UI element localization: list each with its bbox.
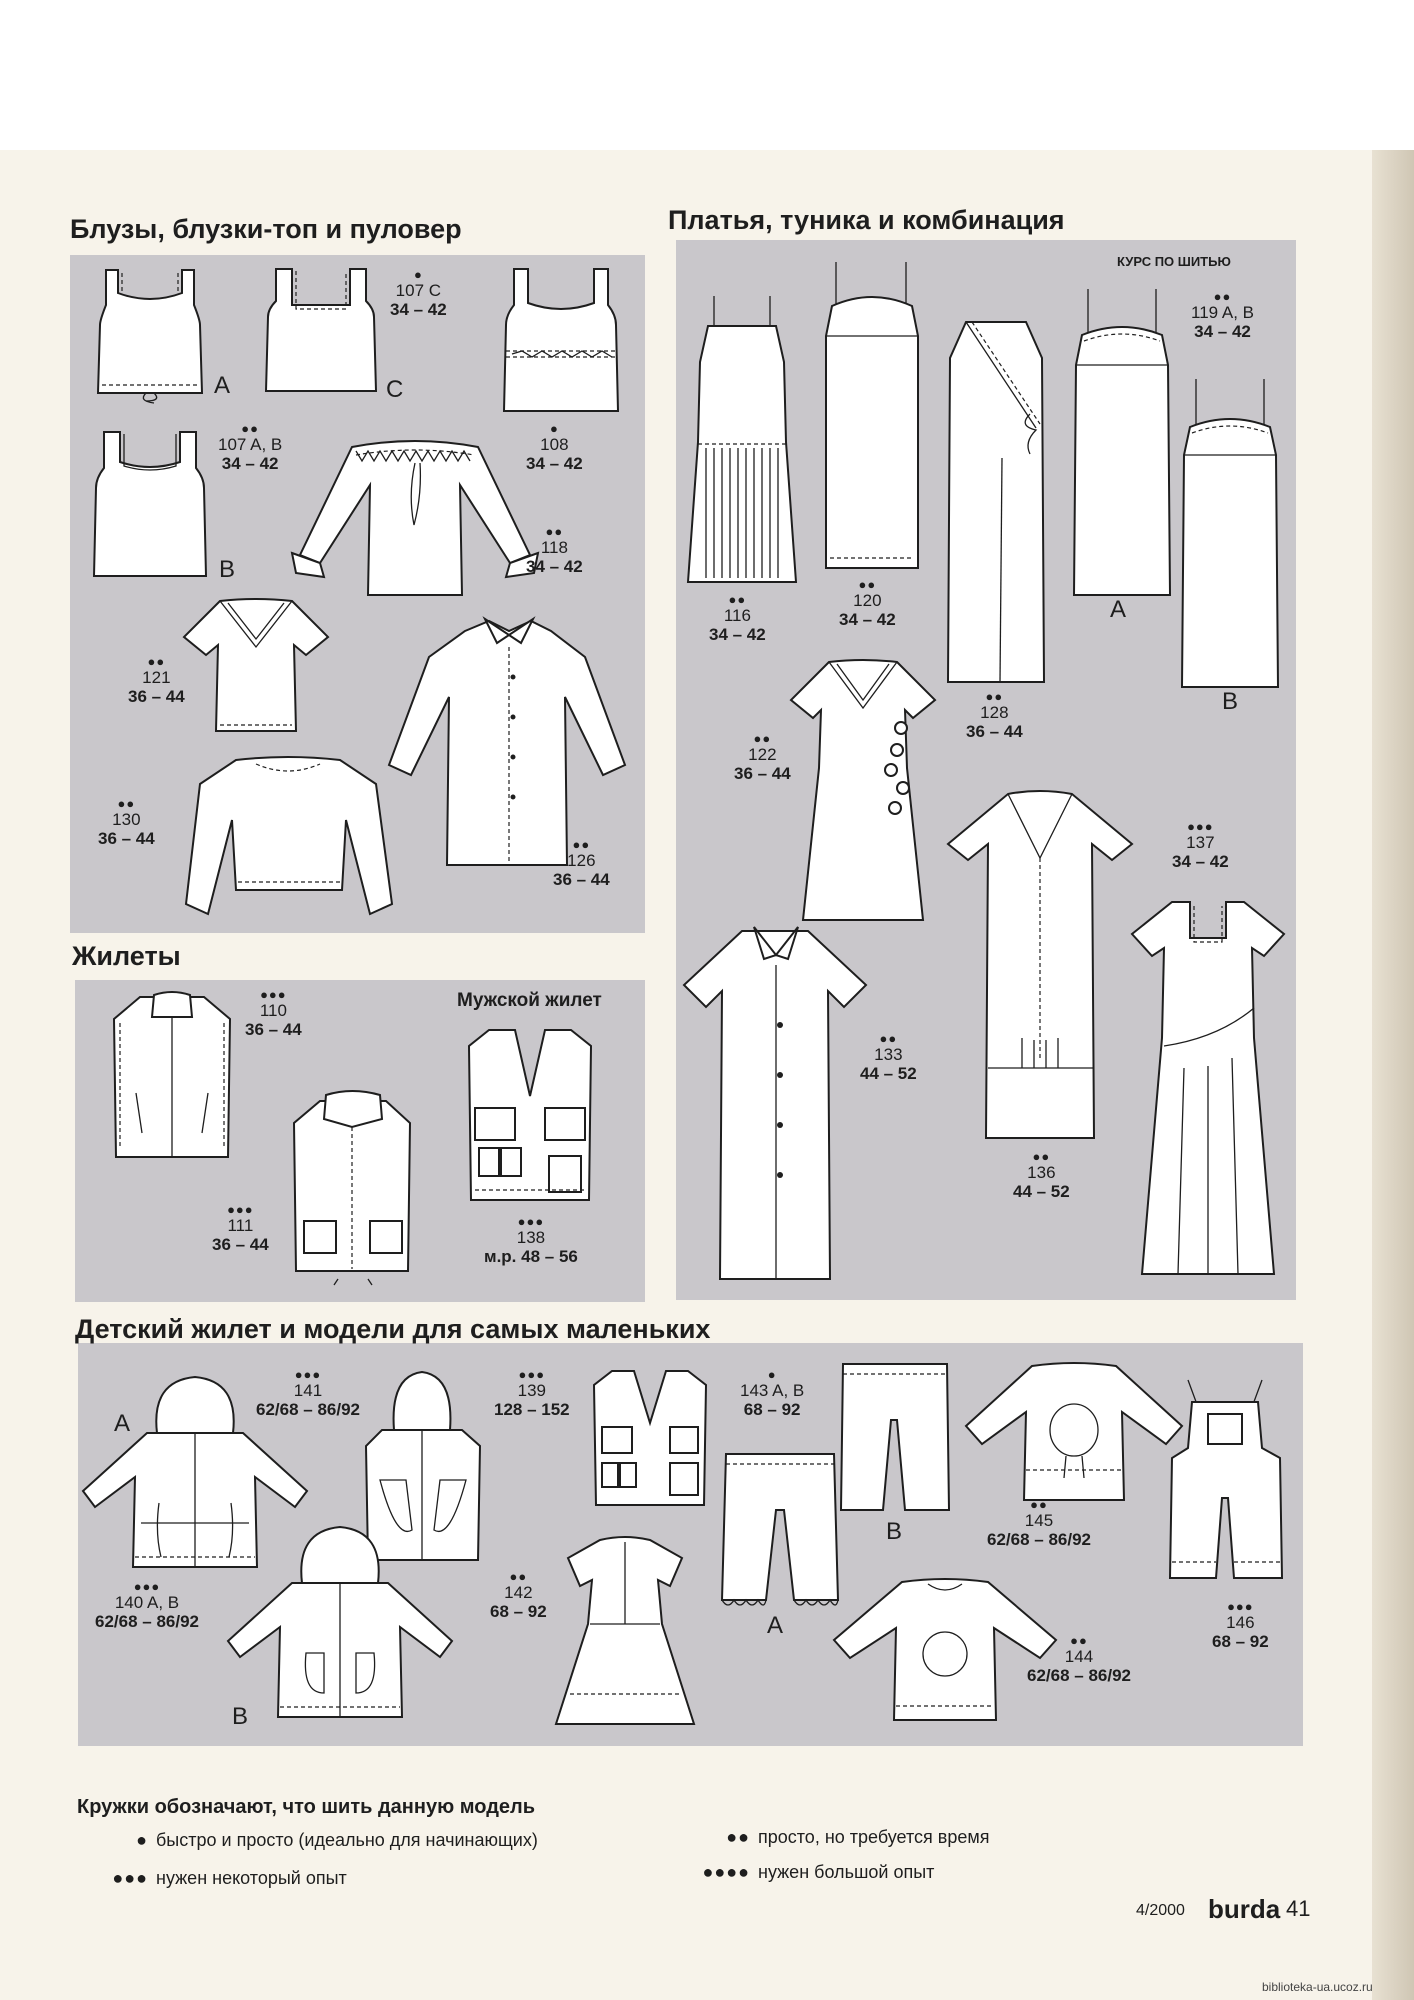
model-label-128: ●● 128 36 – 44 xyxy=(966,689,1023,741)
shirt-126-drawing xyxy=(387,616,627,866)
jumper-145-drawing xyxy=(964,1362,1184,1501)
dress-116-drawing xyxy=(686,296,798,583)
legend-dots-4: ●●●● xyxy=(702,1862,750,1882)
blouse-118-drawing xyxy=(290,440,540,596)
model-label-143: ● 143 A, B 68 – 92 xyxy=(740,1367,805,1419)
model-label-146: ●●● 146 68 – 92 xyxy=(1212,1599,1269,1651)
top-121-drawing xyxy=(182,598,330,732)
model-label-130: ●● 130 36 – 44 xyxy=(98,796,155,848)
legend-dots-2: ●● xyxy=(726,1827,750,1847)
legend-dots-1: ● xyxy=(136,1830,148,1850)
model-label-138: ●●● 138 м.р. 48 – 56 xyxy=(484,1214,578,1266)
jumper-144-drawing xyxy=(832,1578,1058,1721)
model-label-122: ●● 122 36 – 44 xyxy=(734,731,791,783)
model-label-142: ●● 142 68 – 92 xyxy=(490,1569,547,1621)
brand-logo: burda xyxy=(1208,1894,1281,1924)
model-label-108: ● 108 34 – 42 xyxy=(526,421,583,473)
top-107a-drawing xyxy=(96,269,204,404)
legend-text-4: нужен большой опыт xyxy=(758,1862,935,1882)
heading-dresses: Платья, туника и комбинация xyxy=(668,205,1065,235)
model-label-139: ●●● 139 128 – 152 xyxy=(494,1367,570,1419)
mens-vest-label: Мужской жилет xyxy=(457,990,602,1011)
legend-item-medium: ●● просто, но требуется время xyxy=(640,1827,989,1848)
vest-111-drawing xyxy=(292,1090,412,1286)
model-label-111: ●●● 111 36 – 44 xyxy=(212,1202,269,1254)
heading-vests: Жилеты xyxy=(72,941,181,971)
model-label-126: ●● 126 36 – 44 xyxy=(553,837,610,889)
dress-120-drawing xyxy=(825,262,919,569)
dress-136-drawing xyxy=(946,790,1134,1139)
model-label-141: ●●● 141 62/68 – 86/92 xyxy=(256,1367,360,1419)
model-label-119: ●● 119 A, B 34 – 42 xyxy=(1191,289,1255,341)
trousers-143a-drawing xyxy=(720,1453,840,1606)
legend-dots-3: ●●● xyxy=(112,1868,148,1888)
dress-142-drawing xyxy=(554,1536,696,1725)
page-edge-shadow xyxy=(1372,150,1414,2000)
model-label-107ab: ●● 107 A, B 34 – 42 xyxy=(218,421,283,473)
trousers-143b-drawing xyxy=(839,1363,951,1511)
pullover-130-drawing xyxy=(184,756,394,916)
dress-137-drawing xyxy=(1130,901,1286,1275)
variant-letter-b-143: B xyxy=(886,1518,903,1545)
vest-110-drawing xyxy=(112,991,232,1158)
variant-letter-a-119: A xyxy=(1110,596,1127,623)
legend-item-easy: ● быстро и просто (идеально для начинающи… xyxy=(98,1830,538,1851)
page-number: 41 xyxy=(1286,1896,1311,1921)
variant-letter-b: B xyxy=(219,556,236,583)
legend-title: Кружки обозначают, что шить данную модел… xyxy=(77,1796,536,1818)
legend-text-1: быстро и просто (идеально для начинающих… xyxy=(156,1830,538,1850)
coat-133-drawing xyxy=(682,926,868,1280)
dungarees-146-drawing xyxy=(1168,1379,1284,1579)
heading-kids: Детский жилет и модели для самых маленьк… xyxy=(75,1314,711,1344)
legend-text-3: нужен некоторый опыт xyxy=(156,1868,347,1888)
top-107b-drawing xyxy=(92,431,208,577)
legend-item-some-experience: ●●● нужен некоторый опыт xyxy=(98,1868,347,1889)
model-label-136: ●● 136 44 – 52 xyxy=(1013,1149,1070,1201)
model-label-120: ●● 120 34 – 42 xyxy=(839,577,896,629)
mens-vest-138-drawing xyxy=(467,1029,593,1201)
model-label-140: ●●● 140 A, B 62/68 – 86/92 xyxy=(95,1579,199,1631)
model-label-118: ●● 118 34 – 42 xyxy=(526,524,583,576)
top-108-drawing xyxy=(502,268,620,412)
kids-vest-139-drawing xyxy=(592,1370,708,1506)
watermark: biblioteka-ua.ucoz.ru xyxy=(1262,1980,1373,1994)
model-label-110: ●●● 110 36 – 44 xyxy=(245,987,302,1039)
kids-vest-141-drawing xyxy=(364,1370,482,1561)
legend-text-2: просто, но требуется время xyxy=(758,1827,990,1847)
variant-letter-a-140: A xyxy=(114,1410,131,1437)
model-label-145: ●● 145 62/68 – 86/92 xyxy=(987,1497,1091,1549)
variant-letter-a-143: A xyxy=(767,1612,784,1639)
issue-number: 4/2000 xyxy=(1136,1902,1185,1919)
dress-128-drawing xyxy=(946,321,1046,683)
model-label-144: ●● 144 62/68 – 86/92 xyxy=(1027,1633,1131,1685)
heading-blouses: Блузы, блузки-топ и пуловер xyxy=(70,214,462,244)
course-label: КУРС ПО ШИТЬЮ xyxy=(1117,254,1231,269)
variant-letter-b-140: B xyxy=(232,1703,249,1730)
model-label-133: ●● 133 44 – 52 xyxy=(860,1031,917,1083)
model-label-116: ●● 116 34 – 42 xyxy=(709,592,766,644)
slip-119b-drawing xyxy=(1180,379,1280,688)
top-107c-drawing xyxy=(264,268,378,392)
variant-letter-c: C xyxy=(386,376,404,403)
jacket-140a-drawing xyxy=(81,1375,309,1568)
model-label-121: ●● 121 36 – 44 xyxy=(128,654,185,706)
variant-letter-b-119: B xyxy=(1222,688,1239,715)
jacket-140b-drawing xyxy=(226,1525,454,1718)
dress-122-drawing xyxy=(789,659,937,921)
model-label-107c: ● 107 C 34 – 42 xyxy=(390,267,447,319)
variant-letter-a: A xyxy=(214,372,231,399)
slip-119a-drawing xyxy=(1072,289,1172,596)
model-label-137: ●●● 137 34 – 42 xyxy=(1172,819,1229,871)
legend-item-much-experience: ●●●● нужен большой опыт xyxy=(640,1862,935,1883)
